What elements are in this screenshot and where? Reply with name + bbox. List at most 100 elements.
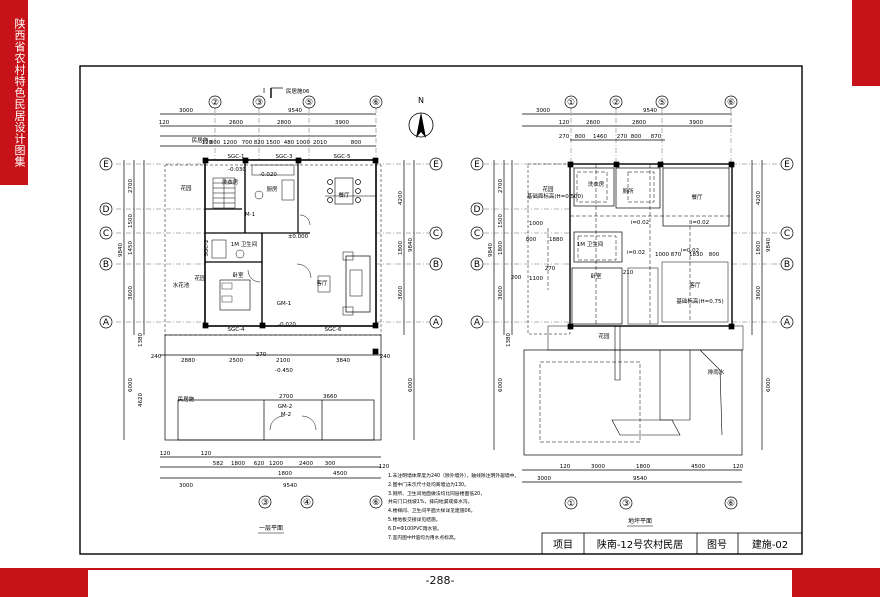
dim-text: 1500 [128,214,134,228]
side-red-tab [0,0,28,185]
room-label: 餐厅 [691,193,703,201]
dim-text: 270 [617,134,628,140]
title-block-text: 项目 陕南-12号农村民居 图号 建施-02 [553,538,788,551]
ground-axis-labels: ② ③ ⑤ ⑥ ③ ④ ⑥ E D C B A E C B A [103,98,440,508]
axis-label: D [474,205,481,215]
axis-label: ⑥ [372,498,380,508]
axis-label: C [474,229,480,239]
foundation-dimensions: 3000 9540 120 2600 2800 3900 270 800 146… [488,108,772,482]
dim-text: 120 [733,464,744,470]
dim-text: 800 [351,140,362,146]
dim-text: 1800 [278,471,292,477]
dim-text: 120 [559,120,570,126]
dim-text: 2800 [277,120,291,126]
axis-label: C [103,229,109,239]
foundation-plan-title: 地坪平面 [628,517,652,525]
dim-text: 800 [631,134,642,140]
north-label: N [418,96,424,105]
axis-label: E [433,160,439,170]
dim-text: 3660 [323,394,337,400]
dim-text: 820 [254,140,265,146]
drawing-number: 建施-02 [752,538,788,551]
dim-text: 6000 [128,378,134,392]
dim-text: 1000 [296,140,310,146]
elevation-label: -0.020 [278,322,296,328]
title-block-label: 项目 [553,539,573,551]
foundation-room-labels: 洗衣房 厕所 餐厅 卧室 客厅 花园 花园 1M 卫生间 基础面标高(H=0.5… [511,180,725,376]
dim-text: 1380 [138,333,144,347]
axis-label: A [474,318,481,328]
dim-text: 120 [160,451,171,457]
dim-text: 1200 [269,461,283,467]
axis-label: B [103,260,109,270]
dim-text: 9840 [408,238,414,252]
axis-label: ③ [261,498,269,508]
axis-label: ③ [255,98,263,108]
dim-text: 1830 [689,252,703,258]
dim-text: 120 [560,464,571,470]
axis-label: ② [612,98,620,108]
room-label: 卧室 [232,271,244,279]
room-label: 卧室 [590,272,602,280]
axis-label: E [784,160,790,170]
design-notes: 1.未注明墙体厚度为240（除外墙外），轴线除注明外居墙中。 2.图中门未示尺寸… [388,472,519,541]
door-window-label: SGC-6 [324,327,342,333]
dim-text: 2800 [632,120,646,126]
dim-text: 480 [284,140,295,146]
dim-text: 210 [623,270,634,276]
dim-text: 2100 [276,358,290,364]
foundation-plan [484,108,790,483]
dim-text: 1800 [636,464,650,470]
dim-text: 800 [210,140,221,146]
title-block [541,532,803,555]
dim-text: 3900 [689,120,703,126]
axis-label: A [433,318,440,328]
dim-text: 4500 [691,464,705,470]
door-window-label: SGC-2 [204,239,210,256]
dim-text: 1200 [223,140,237,146]
dim-text: 200 [511,275,522,281]
note-line: 并向门口找坡1%，排向地漏或排水沟。 [388,498,472,505]
dim-text: 9840 [766,238,772,252]
dim-text: 2500 [229,358,243,364]
dim-text: 2880 [181,358,195,364]
dim-text: 2400 [299,461,313,467]
foundation-axis-bubbles [470,95,794,510]
room-label: 花园 [598,332,610,340]
dim-text: 3900 [335,120,349,126]
slope-label: i=0.02 [627,250,645,256]
room-label: 民居施 [178,395,195,403]
foundation-label: 基础标高(H=0.75) [676,297,723,305]
ground-floor-plan [116,108,438,479]
dim-text: 120 [202,140,213,146]
elevation-label: -0.030 [228,167,246,173]
room-label: 花园 [180,184,192,192]
footer-red-line [88,568,792,570]
dim-text: 6000 [766,378,772,392]
dim-text: 9540 [288,108,302,114]
slope-label: i=0.02 [681,248,699,254]
note-line: 4.楼梯间、卫生间平面大样详见建施06。 [388,507,475,514]
dim-text: 1450 [128,241,134,255]
north-arrow-icon: N [408,96,434,138]
door-window-label: SGC-4 [227,327,245,333]
dim-text: 9540 [633,476,647,482]
axis-label: ① [567,499,575,509]
room-label: 厕所 [622,187,634,195]
dim-text: 240 [380,354,391,360]
dim-text: 3000 [536,108,550,114]
note-line: 2.图中门未示尺寸处均离墙边为130。 [388,481,469,488]
axis-label: ③ [622,499,630,509]
dim-text: 1800 [398,241,404,255]
dim-text: 800 [575,134,586,140]
axis-label: ① [567,98,575,108]
dim-text: 3840 [336,358,350,364]
slope-label: i=0.02 [631,220,649,226]
axis-label: D [103,205,110,215]
axis-label: B [433,260,439,270]
door-window-label: M-2 [281,412,291,418]
dim-text: 800 [709,252,720,258]
ground-room-labels: 洗衣房 厨房 餐厅 卧室 客厅 花园 花园 水花池 民居施 SGC-1 SGC-… [173,136,351,418]
elevation-label: -0.020 [259,172,277,178]
